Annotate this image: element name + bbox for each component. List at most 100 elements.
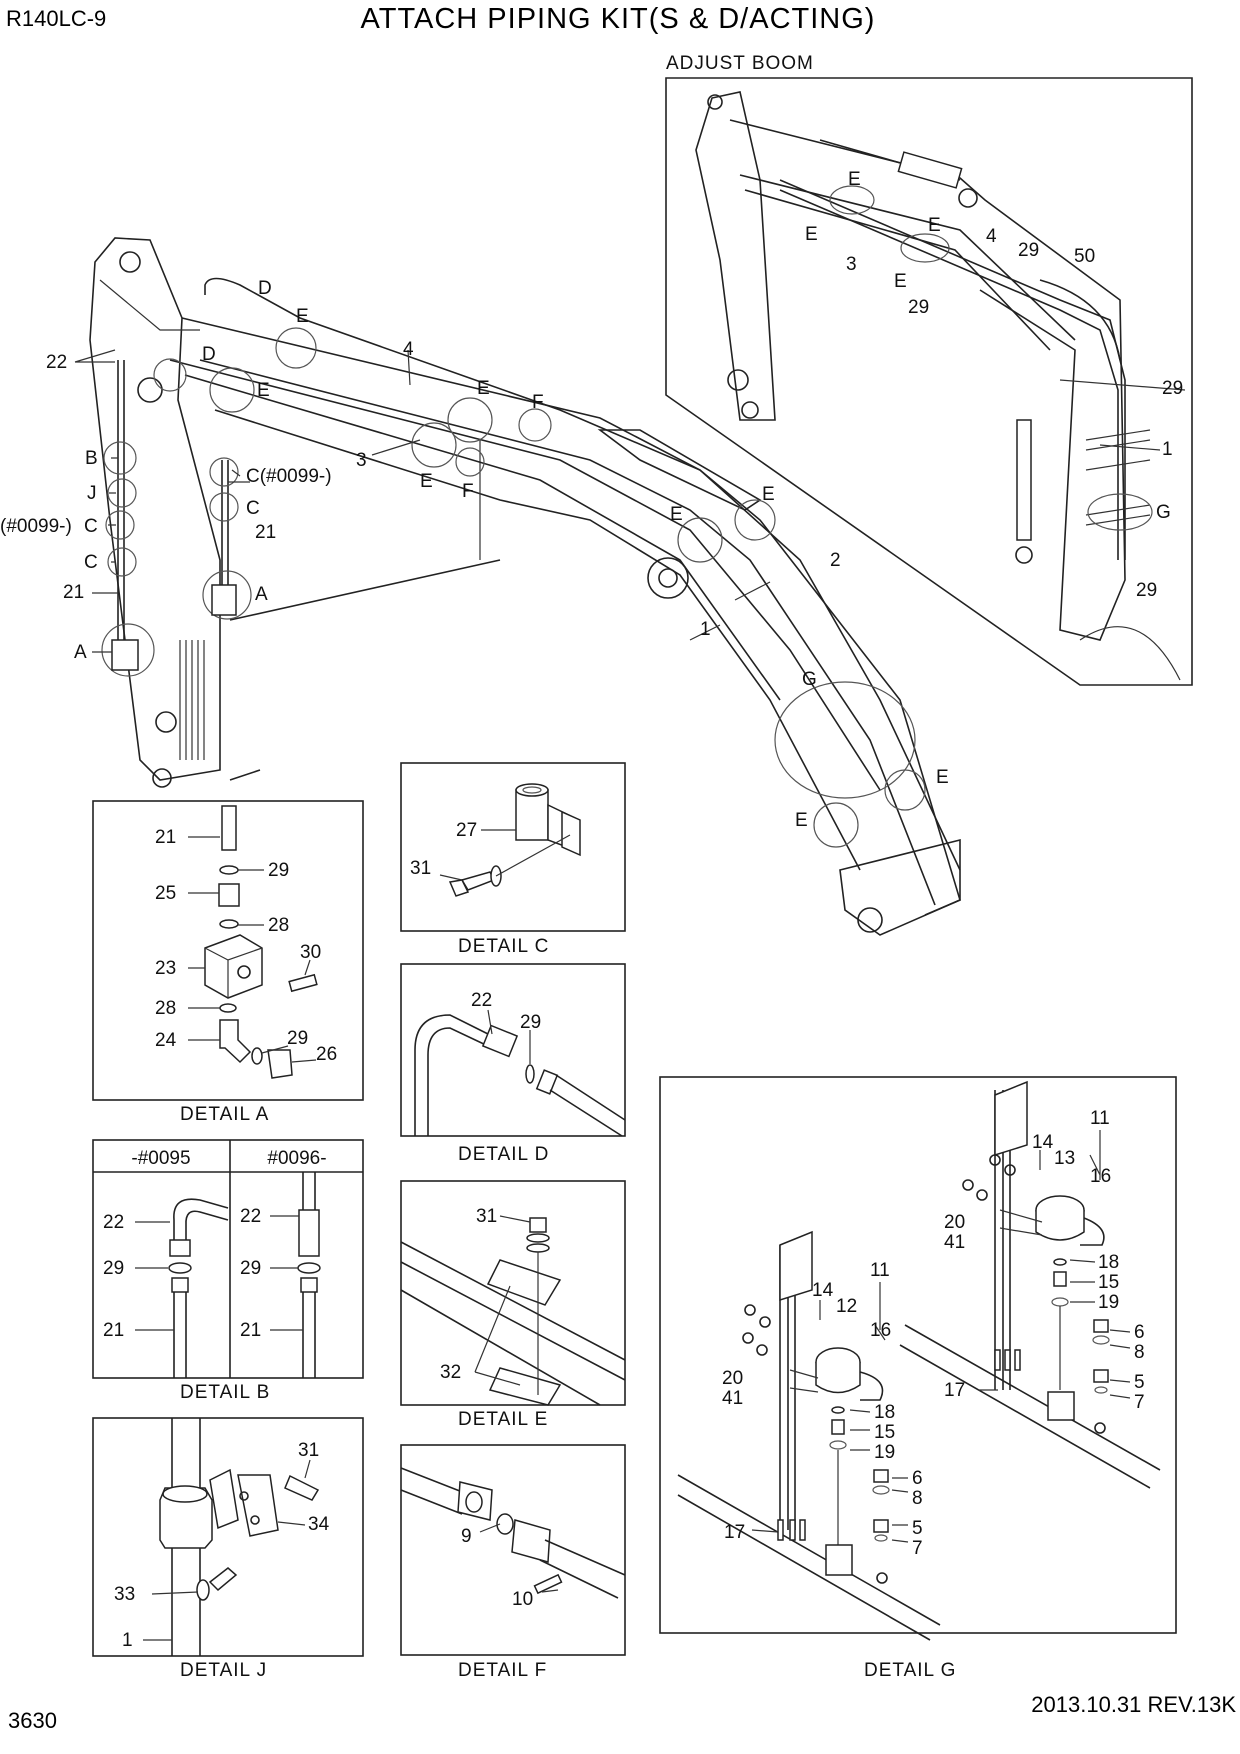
callout-label: 24	[155, 1030, 177, 1051]
callout-label: D	[202, 344, 216, 365]
detail-e-caption: DETAIL E	[458, 1409, 548, 1430]
callout-label: J	[87, 483, 97, 504]
page-title: ATTACH PIPING KIT(S & D/ACTING)	[361, 3, 876, 35]
callout-label: E	[805, 224, 818, 245]
detail-d-callouts: 22 29	[471, 990, 541, 1033]
callout-label: 19	[1098, 1292, 1119, 1313]
callout-label: 1	[1162, 439, 1173, 460]
detail-g-callouts: 11 14 13 16 20 41 18 15 19 6 8 11 14 12 …	[722, 1108, 1145, 1559]
callout-label: 25	[155, 883, 176, 904]
callout-label: C	[84, 516, 98, 537]
callout-label: E	[670, 504, 683, 525]
detail-b: -#0095 #0096- DETAIL B	[92, 1139, 364, 1403]
detail-a-caption: DETAIL A	[180, 1104, 269, 1125]
detail-b-col-left: -#0095	[131, 1148, 190, 1169]
callout-label: 29	[287, 1028, 308, 1049]
callout-label: 4	[986, 226, 997, 247]
callout-label: 16	[1090, 1166, 1111, 1187]
callout-label: 6	[1134, 1322, 1145, 1343]
callout-label: 18	[874, 1402, 895, 1423]
callout-label: 1	[700, 619, 711, 640]
callout-label: 29	[520, 1012, 541, 1033]
callout-label: 31	[476, 1206, 497, 1227]
callout-label: (#0099-)	[0, 516, 72, 537]
detail-j-callouts: 31 34 33 1	[114, 1440, 330, 1651]
callout-label: E	[420, 471, 433, 492]
callout-label: 16	[870, 1320, 891, 1341]
callout-label: 21	[103, 1320, 124, 1341]
detail-b-callouts: 22 29 21 22 29 21	[103, 1206, 261, 1341]
callout-label: F	[462, 481, 474, 502]
callout-label: 30	[300, 942, 321, 963]
callout-label: 3	[846, 254, 857, 275]
callout-label: 15	[1098, 1272, 1119, 1293]
detail-a: DETAIL A	[92, 800, 364, 1125]
callout-label: 6	[912, 1468, 923, 1489]
callout-label: C	[84, 552, 98, 573]
callout-label: 34	[308, 1514, 330, 1535]
detail-g-caption: DETAIL G	[864, 1660, 956, 1681]
callout-label: 31	[410, 858, 431, 879]
callout-label: 20	[944, 1212, 965, 1233]
callout-label: 11	[1090, 1108, 1110, 1129]
callout-label: 22	[103, 1212, 124, 1233]
callout-label: G	[1156, 502, 1171, 523]
callout-label: 10	[512, 1589, 533, 1610]
callout-label: 22	[46, 352, 67, 373]
callout-label: C(#0099-)	[246, 466, 332, 487]
callout-label: A	[74, 642, 87, 663]
callout-label: 27	[456, 820, 477, 841]
detail-a-callouts: 21 29 25 28 23 30 28 29 24 26	[155, 827, 337, 1065]
callout-label: C	[246, 498, 260, 519]
callout-label: E	[928, 215, 941, 236]
model-code: R140LC-9	[6, 6, 106, 31]
detail-j-caption: DETAIL J	[180, 1660, 267, 1681]
callout-label: 32	[440, 1362, 461, 1383]
callout-label: 7	[912, 1538, 923, 1559]
callout-label: 50	[1074, 246, 1095, 267]
callout-label: A	[255, 584, 268, 605]
callout-label: 2	[830, 550, 841, 571]
callout-label: 41	[944, 1232, 965, 1253]
callout-label: 21	[63, 582, 84, 603]
callout-label: 14	[812, 1280, 834, 1301]
callout-label: 1	[122, 1630, 133, 1651]
callout-label: 14	[1032, 1132, 1054, 1153]
detail-f-caption: DETAIL F	[458, 1660, 547, 1681]
callout-label: 26	[316, 1044, 337, 1065]
callout-label: 17	[944, 1380, 965, 1401]
callout-label: E	[296, 306, 309, 327]
callout-label: 29	[103, 1258, 124, 1279]
detail-b-caption: DETAIL B	[180, 1382, 270, 1403]
callout-label: 22	[240, 1206, 261, 1227]
callout-label: 22	[471, 990, 492, 1011]
callout-label: 29	[240, 1258, 261, 1279]
callout-label: 4	[403, 339, 414, 360]
adjust-boom-callouts: E E E 4 29 50 3 E 29 29 1 G 29	[805, 169, 1183, 601]
callout-label: 19	[874, 1442, 895, 1463]
adjust-boom-panel: ADJUST BOOM	[665, 53, 1193, 686]
callout-label: 33	[114, 1584, 135, 1605]
callout-label: E	[477, 378, 490, 399]
callout-label: E	[894, 271, 907, 292]
callout-label: 11	[870, 1260, 890, 1281]
callout-label: 28	[155, 998, 176, 1019]
detail-f-callouts: 9 10	[461, 1526, 533, 1610]
callout-label: 21	[255, 522, 276, 543]
adjust-boom-title: ADJUST BOOM	[666, 53, 814, 74]
callout-label: 21	[240, 1320, 261, 1341]
callout-label: 17	[724, 1522, 745, 1543]
callout-label: 29	[1162, 378, 1183, 399]
callout-label: G	[802, 669, 817, 690]
detail-c-caption: DETAIL C	[458, 936, 549, 957]
callout-label: E	[257, 380, 270, 401]
detail-f: DETAIL F	[400, 1444, 626, 1681]
detail-b-col-right: #0096-	[267, 1148, 326, 1169]
callout-label: 9	[461, 1526, 472, 1547]
page-number: 3630	[8, 1708, 57, 1733]
callout-label: E	[936, 767, 949, 788]
detail-d-caption: DETAIL D	[458, 1144, 549, 1165]
detail-d: DETAIL D	[400, 963, 626, 1165]
callout-label: 5	[1134, 1372, 1145, 1393]
